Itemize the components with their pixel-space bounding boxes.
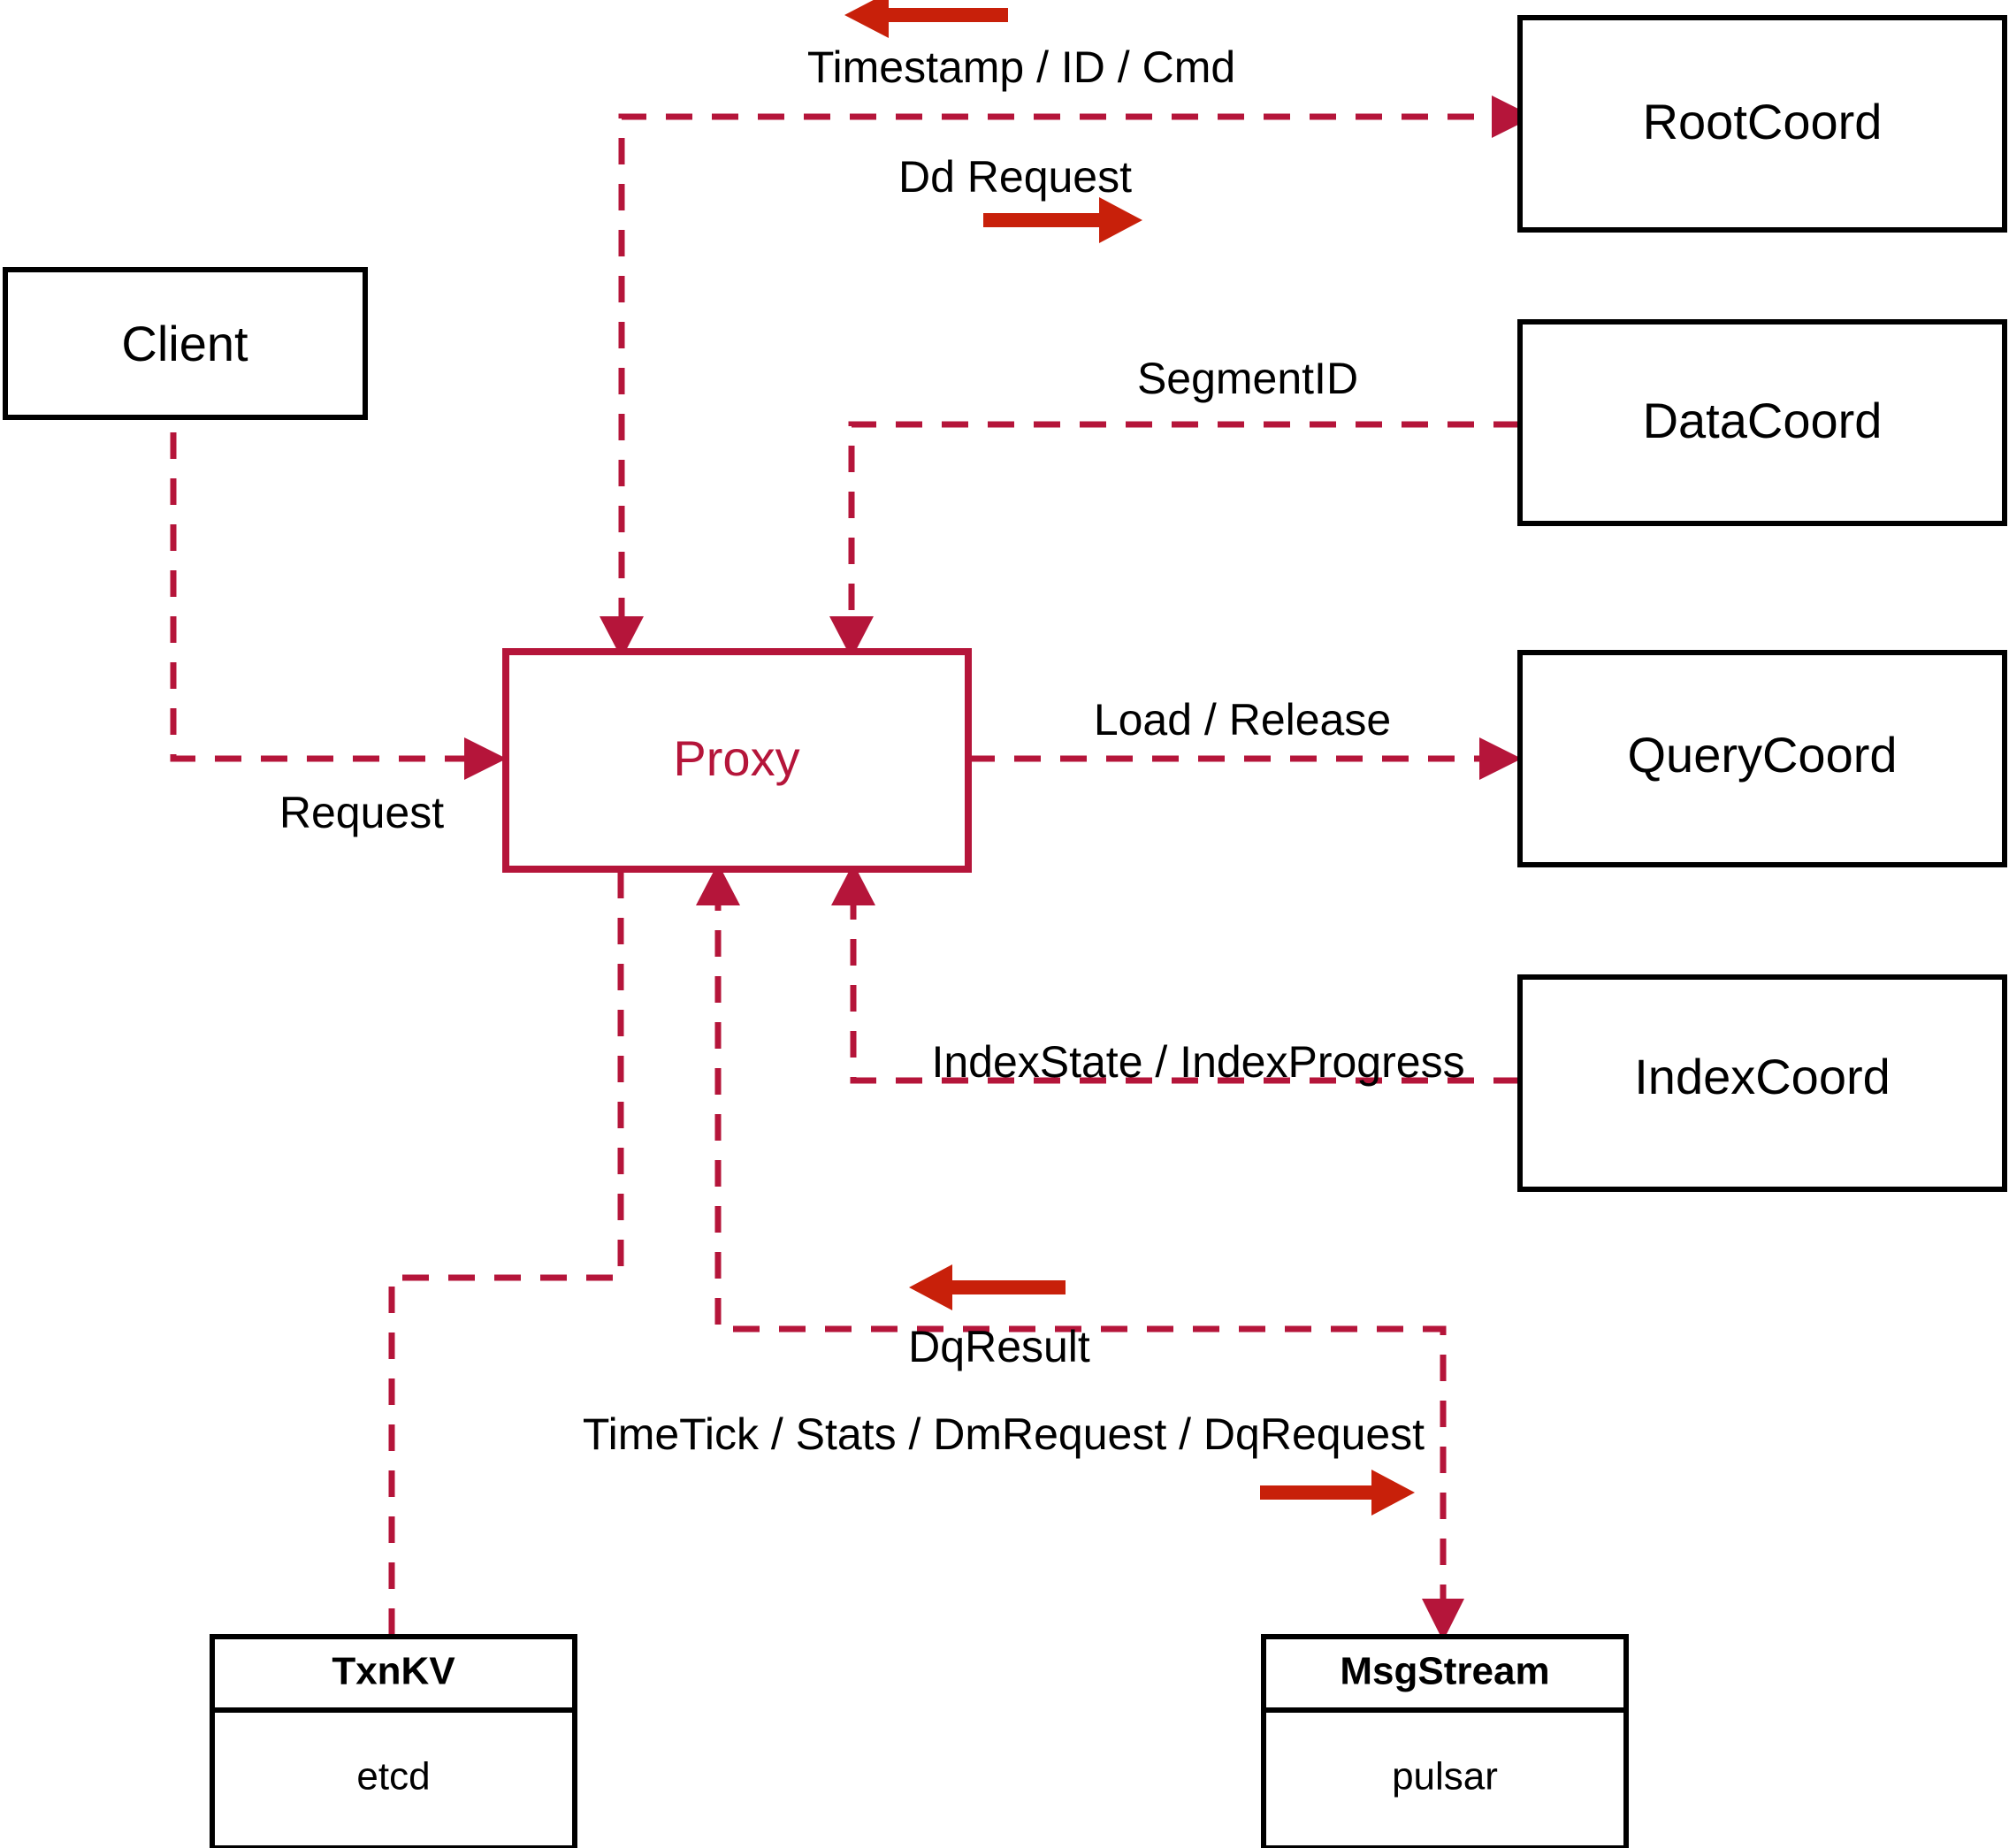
edge-index-state-progress <box>831 863 1520 1084</box>
node-msgstream[interactable]: MsgStream pulsar <box>1261 1634 1629 1848</box>
direction-arrow-timestamp <box>844 0 1008 38</box>
node-root-coord-label: RootCoord <box>1643 94 1883 149</box>
edge-label-dq-result: DqResult <box>908 1322 1090 1371</box>
node-root-coord[interactable]: RootCoord <box>1517 15 2007 233</box>
edge-request <box>170 386 507 780</box>
node-txnkv[interactable]: TxnKV etcd <box>210 1634 577 1848</box>
edge-label-timestamp-id-cmd: Timestamp / ID / Cmd <box>807 42 1235 92</box>
edge-msgstream-channel <box>696 863 1464 1641</box>
node-index-coord[interactable]: IndexCoord <box>1517 974 2007 1192</box>
edge-txnkv-link <box>388 872 624 1636</box>
node-data-coord-label: DataCoord <box>1643 393 1883 448</box>
edge-label-request: Request <box>279 788 444 837</box>
node-data-coord[interactable]: DataCoord <box>1517 319 2007 526</box>
node-client-label: Client <box>121 316 248 371</box>
edge-label-load-release: Load / Release <box>1094 695 1391 745</box>
edge-load-release <box>968 737 1522 780</box>
edge-timestamp-id-cmd <box>600 95 1534 659</box>
direction-arrow-dd-request <box>983 197 1142 243</box>
direction-arrow-dm-dq-request <box>1260 1470 1415 1516</box>
node-msgstream-implementation: pulsar <box>1392 1755 1498 1798</box>
node-query-coord[interactable]: QueryCoord <box>1517 650 2007 867</box>
node-msgstream-label: MsgStream <box>1340 1650 1549 1693</box>
node-index-coord-label: IndexCoord <box>1634 1049 1891 1104</box>
edge-label-dd-request: Dd Request <box>898 152 1132 202</box>
node-query-coord-label: QueryCoord <box>1627 727 1897 783</box>
edge-label-segment-id: SegmentID <box>1137 354 1358 403</box>
edge-segment-id <box>829 421 1520 659</box>
node-client[interactable]: Client <box>3 267 368 420</box>
node-proxy-label: Proxy <box>673 730 799 786</box>
edge-label-timetick-stats: TimeTick / Stats / DmRequest / DqRequest <box>583 1409 1425 1459</box>
edge-label-index-state-progress: IndexState / IndexProgress <box>931 1037 1464 1087</box>
node-txnkv-implementation: etcd <box>356 1755 430 1798</box>
node-txnkv-label: TxnKV <box>332 1650 455 1693</box>
node-proxy[interactable]: Proxy <box>502 648 972 873</box>
direction-arrow-dq-result <box>909 1264 1066 1310</box>
